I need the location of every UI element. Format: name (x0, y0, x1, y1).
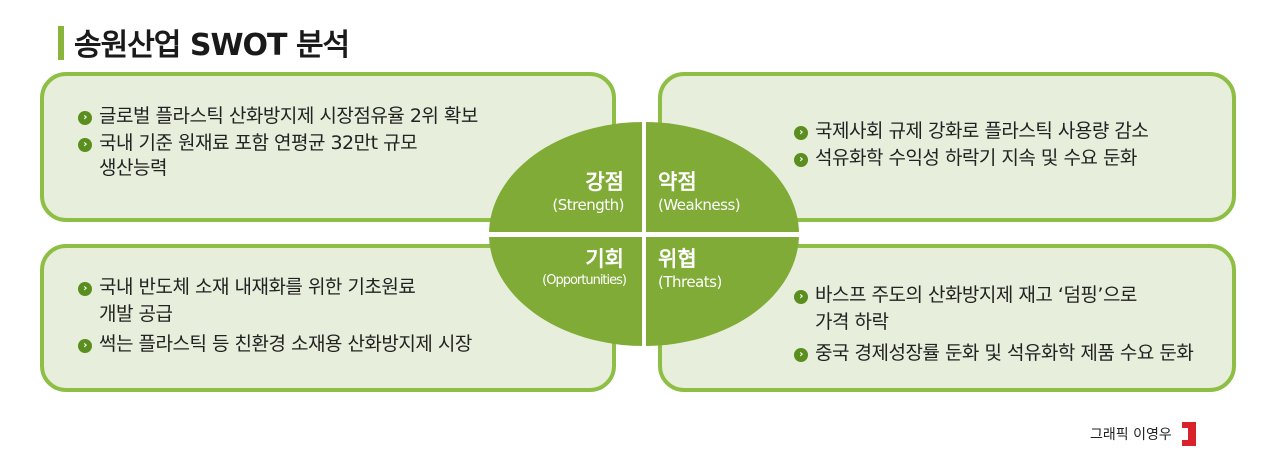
chevron-right-icon: › (794, 348, 808, 362)
chevron-right-icon: › (78, 339, 92, 353)
weakness-item: › 국제사회 규제 강화로 플라스틱 사용량 감소 (794, 119, 1149, 144)
chevron-right-icon: › (794, 153, 808, 167)
threats-item: › 중국 경제성장률 둔화 및 석유화학 제품 수요 둔화 (794, 341, 1194, 366)
opportunities-item-continuation: 개발 공급 (99, 303, 173, 325)
chevron-right-icon: › (78, 138, 92, 152)
opportunities-label: 기회 (585, 247, 624, 271)
opportunities-sublabel: (Opportunities) (542, 273, 627, 288)
opportunities-item: › 썩는 플라스틱 등 친환경 소재용 산화방지제 시장 (78, 332, 472, 357)
strength-item-text: 글로벌 플라스틱 산화방지제 시장점유율 2위 확보 (99, 105, 478, 127)
weakness-item-text: 석유화학 수익성 하락기 지속 및 수요 둔화 (815, 147, 1137, 169)
weakness-sublabel: (Weakness) (658, 196, 741, 214)
chevron-right-icon: › (794, 126, 808, 140)
threats-label: 위협 (658, 247, 697, 271)
page-title: 송원산업 SWOT 분석 (74, 28, 350, 63)
chevron-right-icon: › (794, 290, 808, 304)
title-accent-bar (58, 26, 64, 60)
threats-sublabel: (Threats) (658, 273, 722, 291)
strength-label: 강점 (585, 170, 624, 194)
opportunities-item-text: 썩는 플라스틱 등 친환경 소재용 산화방지제 시장 (99, 333, 472, 355)
threats-item-continuation: 가격 하락 (815, 311, 889, 333)
graphic-credit: 그래픽 이영우 (1090, 427, 1172, 443)
threats-item-text: 중국 경제성장률 둔화 및 석유화학 제품 수요 둔화 (815, 342, 1194, 364)
weakness-label: 약점 (658, 170, 697, 194)
strength-item: › 글로벌 플라스틱 산화방지제 시장점유율 2위 확보 (78, 104, 478, 129)
threats-item-text: 바스프 주도의 산화방지제 재고 ‘덤핑’으로 (815, 284, 1137, 306)
chevron-right-icon: › (78, 282, 92, 296)
weakness-item-text: 국제사회 규제 강화로 플라스틱 사용량 감소 (815, 120, 1149, 142)
strength-item-text: 국내 기준 원재료 포함 연평균 32만t 규모 (99, 132, 418, 154)
publisher-logo-icon (1182, 422, 1196, 446)
strength-box (40, 72, 616, 222)
strength-item: › 국내 기준 원재료 포함 연평균 32만t 규모 (78, 131, 418, 156)
opportunities-item-text: 국내 반도체 소재 내재화를 위한 기초원료 (99, 276, 416, 298)
weakness-item: › 석유화학 수익성 하락기 지속 및 수요 둔화 (794, 146, 1137, 171)
threats-item: › 바스프 주도의 산화방지제 재고 ‘덤핑’으로 (794, 283, 1137, 308)
strength-sublabel: (Strength) (552, 196, 624, 214)
center-horizontal-divider (480, 232, 810, 237)
opportunities-item: › 국내 반도체 소재 내재화를 위한 기초원료 (78, 275, 416, 300)
chevron-right-icon: › (78, 111, 92, 125)
strength-item-continuation: 생산능력 (99, 157, 167, 179)
